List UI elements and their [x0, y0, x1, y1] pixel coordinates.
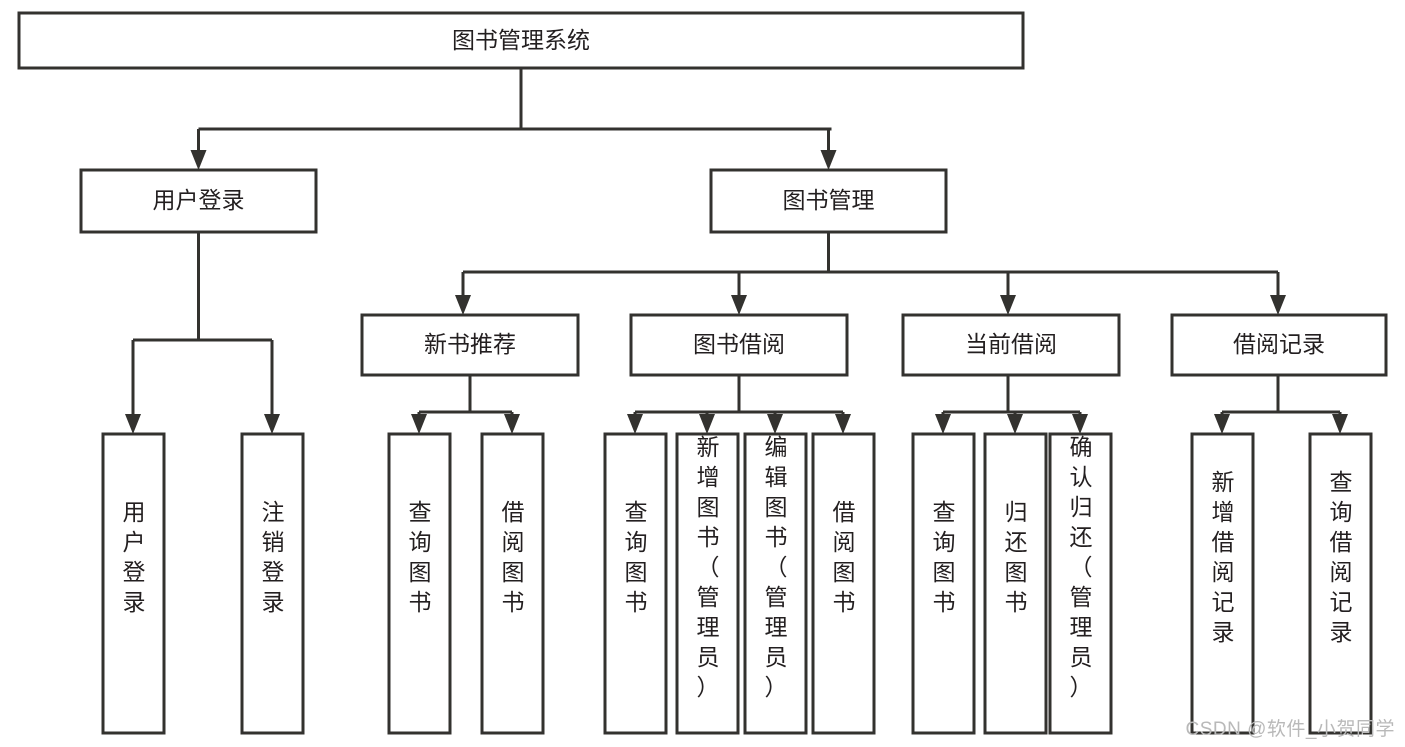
arrow-head-icon [1072, 414, 1088, 434]
node-leaf-user-login-box[interactable] [101, 432, 166, 735]
node-leaf-return-book-label: 归还图书 [1005, 499, 1028, 615]
arrow-head-icon [1332, 414, 1348, 434]
node-user-login-label: 用户登录 [153, 187, 245, 213]
node-leaf-query-book-cur-box[interactable] [911, 432, 976, 735]
edges-currentborrow-to-leaves [935, 375, 1088, 434]
node-leaf-user-logout[interactable]: 注销登录 [240, 432, 305, 735]
arrow-head-icon [455, 295, 471, 315]
node-book-borrow[interactable]: 图书借阅 [629, 313, 849, 377]
node-leaf-query-book-cur[interactable]: 查询图书 [911, 432, 976, 735]
node-leaf-borrow-book-rec-label: 借阅图书 [502, 499, 525, 615]
node-book-borrow-box[interactable] [629, 313, 849, 377]
arrow-head-icon [411, 414, 427, 434]
arrow-head-icon [935, 414, 951, 434]
arrow-head-icon [1007, 414, 1023, 434]
node-leaf-query-record-label: 查询借阅记录 [1330, 469, 1353, 645]
node-new-book-rec[interactable]: 新书推荐 [360, 313, 580, 377]
node-leaf-query-book-rec-label: 查询图书 [409, 499, 432, 615]
node-current-borrow[interactable]: 当前借阅 [901, 313, 1121, 377]
node-leaf-edit-book-box[interactable] [743, 432, 808, 735]
arrow-head-icon [627, 414, 643, 434]
node-leaf-user-logout-label: 注销登录 [262, 499, 285, 615]
node-leaf-return-book[interactable]: 归还图书 [983, 432, 1048, 735]
node-leaf-borrow-book-rec-box[interactable] [480, 432, 545, 735]
node-book-manage-label: 图书管理 [783, 187, 875, 213]
node-leaf-edit-book-label: 编辑图书（管理员） [765, 434, 788, 700]
node-leaf-add-book-box[interactable] [675, 432, 740, 735]
arrow-head-icon [835, 414, 851, 434]
node-root[interactable]: 图书管理系统 [17, 11, 1025, 70]
node-leaf-query-book-label: 查询图书 [625, 499, 648, 615]
node-user-login[interactable]: 用户登录 [79, 168, 318, 234]
node-leaf-query-book-cur-label: 查询图书 [933, 499, 956, 615]
arrow-head-icon [731, 295, 747, 315]
node-leaf-query-book[interactable]: 查询图书 [603, 432, 668, 735]
node-leaf-query-book-rec[interactable]: 查询图书 [387, 432, 452, 735]
arrow-head-icon [1270, 295, 1286, 315]
edges-borrowrecord-to-leaves [1214, 375, 1348, 434]
node-book-borrow-label: 图书借阅 [693, 331, 785, 357]
node-leaf-confirm-return-label: 确认归还（管理员） [1070, 434, 1093, 700]
edges-userlogin-to-leaves [125, 232, 280, 434]
node-leaf-edit-book[interactable]: 编辑图书（管理员） [743, 432, 808, 735]
node-borrow-record-box[interactable] [1170, 313, 1388, 377]
edges-newbookrec-to-leaves [411, 375, 520, 434]
node-user-login-box[interactable] [79, 168, 318, 234]
node-leaf-query-book-rec-box[interactable] [387, 432, 452, 735]
edges-bookborrow-to-leaves [627, 375, 851, 434]
node-root-label: 图书管理系统 [452, 27, 590, 53]
node-leaf-borrow-book-rec[interactable]: 借阅图书 [480, 432, 545, 735]
arrow-head-icon [125, 414, 141, 434]
node-leaf-user-logout-box[interactable] [240, 432, 305, 735]
arrow-head-icon [1000, 295, 1016, 315]
arrow-head-icon [190, 150, 207, 170]
node-current-borrow-box[interactable] [901, 313, 1121, 377]
arrow-head-icon [504, 414, 520, 434]
node-leaf-add-book-label: 新增图书（管理员） [697, 434, 720, 700]
node-leaf-confirm-return-box[interactable] [1048, 432, 1113, 735]
node-leaf-add-record-label: 新增借阅记录 [1212, 469, 1235, 645]
node-leaf-borrow-book[interactable]: 借阅图书 [811, 432, 876, 735]
arrow-head-icon [820, 150, 837, 170]
node-leaf-add-book[interactable]: 新增图书（管理员） [675, 432, 740, 735]
arrow-head-icon [1214, 414, 1230, 434]
node-book-manage[interactable]: 图书管理 [709, 168, 948, 234]
arrow-head-icon [699, 414, 715, 434]
edges-root-to-level1 [190, 68, 837, 170]
node-new-book-rec-box[interactable] [360, 313, 580, 377]
node-leaf-return-book-box[interactable] [983, 432, 1048, 735]
arrow-head-icon [767, 414, 783, 434]
node-leaf-query-record[interactable]: 查询借阅记录 [1308, 432, 1373, 735]
node-borrow-record-label: 借阅记录 [1233, 331, 1325, 357]
node-root-box[interactable] [17, 11, 1025, 70]
node-leaf-query-book-box[interactable] [603, 432, 668, 735]
node-leaf-borrow-book-box[interactable] [811, 432, 876, 735]
node-leaf-borrow-book-label: 借阅图书 [833, 499, 856, 615]
node-leaf-add-record[interactable]: 新增借阅记录 [1190, 432, 1255, 735]
edges-bookmanage-to-level2 [455, 232, 1286, 315]
arrow-head-icon [264, 414, 280, 434]
node-leaf-user-login[interactable]: 用户登录 [101, 432, 166, 735]
node-leaf-query-record-box[interactable] [1308, 432, 1373, 735]
node-leaf-confirm-return[interactable]: 确认归还（管理员） [1048, 432, 1113, 735]
node-leaf-user-login-label: 用户登录 [123, 499, 146, 615]
node-current-borrow-label: 当前借阅 [965, 331, 1057, 357]
node-book-manage-box[interactable] [709, 168, 948, 234]
node-leaf-add-record-box[interactable] [1190, 432, 1255, 735]
node-new-book-rec-label: 新书推荐 [424, 331, 516, 357]
node-borrow-record[interactable]: 借阅记录 [1170, 313, 1388, 377]
